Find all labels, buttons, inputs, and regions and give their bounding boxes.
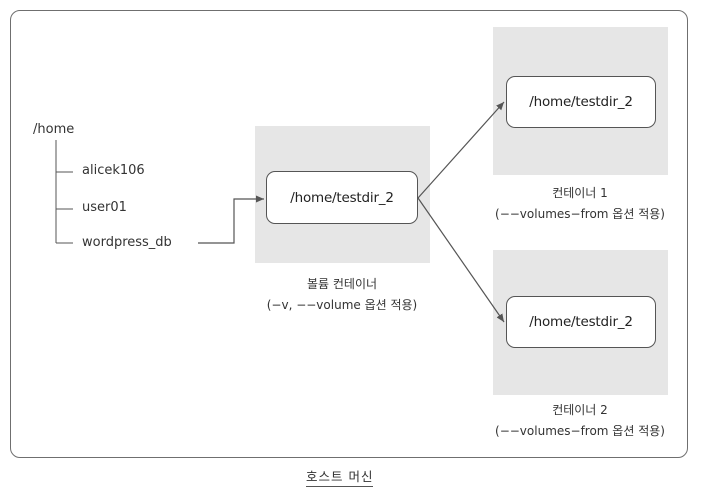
volume-container-caption: 볼륨 컨테이너 (−v, −−volume 옵션 적용) (233, 274, 451, 316)
host-machine-frame (10, 10, 688, 458)
tree-child-user01: user01 (82, 200, 127, 215)
container2-caption: 컨테이너 2 (−−volumes−from 옵션 적용) (466, 400, 694, 442)
tree-child-alicek106: alicek106 (82, 163, 145, 178)
container2-caption-title: 컨테이너 2 (552, 403, 608, 417)
arrow-to-container2 (417, 197, 505, 323)
volume-container-caption-title: 볼륨 컨테이너 (306, 277, 378, 291)
container1-caption-option: (−−volumes−from 옵션 적용) (495, 207, 665, 221)
volume-container-path-box: /home/testdir_2 (266, 171, 418, 224)
arrow-to-container1 (417, 101, 505, 199)
host-machine-label: 호스트 머신 (306, 466, 374, 487)
container1-path-box: /home/testdir_2 (506, 76, 656, 128)
container2-caption-option: (−−volumes−from 옵션 적용) (495, 424, 665, 438)
tree-root-label: /home (33, 122, 75, 137)
container1-caption-title: 컨테이너 1 (552, 186, 608, 200)
container1-caption: 컨테이너 1 (−−volumes−from 옵션 적용) (466, 183, 694, 225)
mount-arrow (198, 195, 264, 244)
volume-container-caption-option: (−v, −−volume 옵션 적용) (266, 298, 418, 312)
container2-path-box: /home/testdir_2 (506, 296, 656, 348)
tree-child-wordpress-db: wordpress_db (82, 235, 172, 250)
